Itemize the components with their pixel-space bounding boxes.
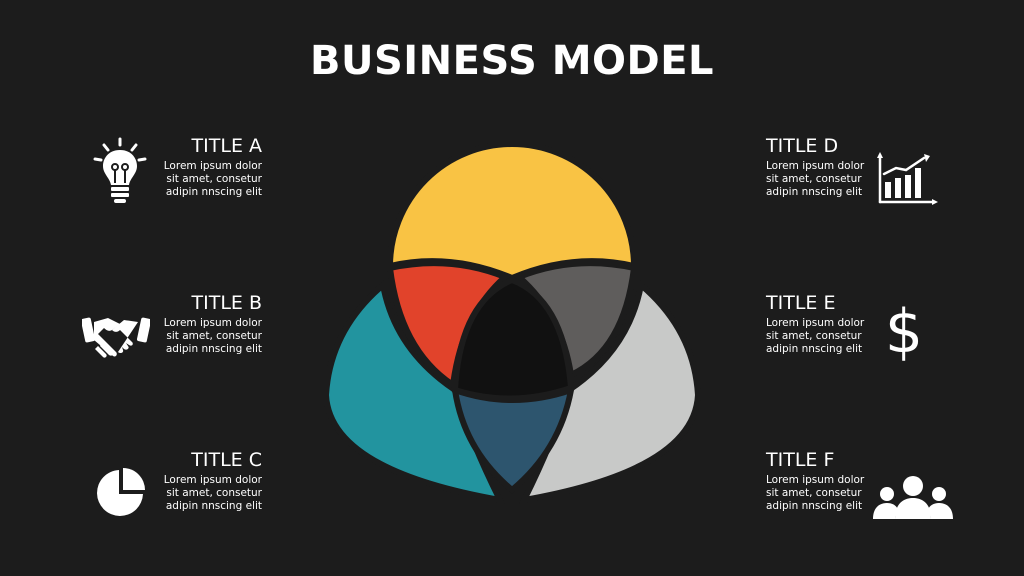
growth-chart-icon bbox=[876, 152, 938, 206]
item-title: TITLE D bbox=[766, 135, 839, 157]
item-title-a: TITLE A Lorem ipsum dolor sit amet, cons… bbox=[112, 134, 262, 199]
pie-chart-icon bbox=[93, 466, 147, 520]
page-title: BUSINESS MODEL bbox=[309, 38, 715, 84]
svg-text:$: $ bbox=[885, 297, 923, 362]
handshake-icon bbox=[82, 312, 150, 360]
venn-left-segment[interactable] bbox=[322, 279, 506, 504]
item-description: Lorem ipsum dolor sit amet, consetur adi… bbox=[766, 474, 865, 512]
lightbulb-icon bbox=[92, 137, 148, 205]
item-description: Lorem ipsum dolor sit amet, consetur adi… bbox=[766, 317, 865, 355]
item-title: TITLE E bbox=[766, 292, 836, 314]
item-title-d: TITLE D Lorem ipsum dolor sit amet, cons… bbox=[766, 134, 916, 199]
item-description: Lorem ipsum dolor sit amet, consetur adi… bbox=[766, 160, 865, 198]
venn-top-segment[interactable] bbox=[386, 141, 638, 282]
item-title: TITLE F bbox=[766, 449, 835, 471]
item-description: Lorem ipsum dolor sit amet, consetur adi… bbox=[163, 317, 262, 355]
item-description: Lorem ipsum dolor sit amet, consetur adi… bbox=[163, 474, 262, 512]
item-title: TITLE C bbox=[191, 449, 262, 471]
item-title-e: TITLE E Lorem ipsum dolor sit amet, cons… bbox=[766, 291, 916, 356]
item-description: Lorem ipsum dolor sit amet, consetur adi… bbox=[163, 160, 262, 198]
venn-center bbox=[451, 276, 575, 402]
item-title: TITLE A bbox=[191, 135, 262, 157]
item-title-b: TITLE B Lorem ipsum dolor sit amet, cons… bbox=[112, 291, 262, 356]
venn-right-segment[interactable] bbox=[518, 279, 702, 504]
item-title-f: TITLE F Lorem ipsum dolor sit amet, cons… bbox=[766, 448, 916, 513]
item-title: TITLE B bbox=[191, 292, 262, 314]
dollar-icon: $ bbox=[880, 296, 928, 362]
team-icon bbox=[871, 474, 955, 520]
item-title-c: TITLE C Lorem ipsum dolor sit amet, cons… bbox=[112, 448, 262, 513]
